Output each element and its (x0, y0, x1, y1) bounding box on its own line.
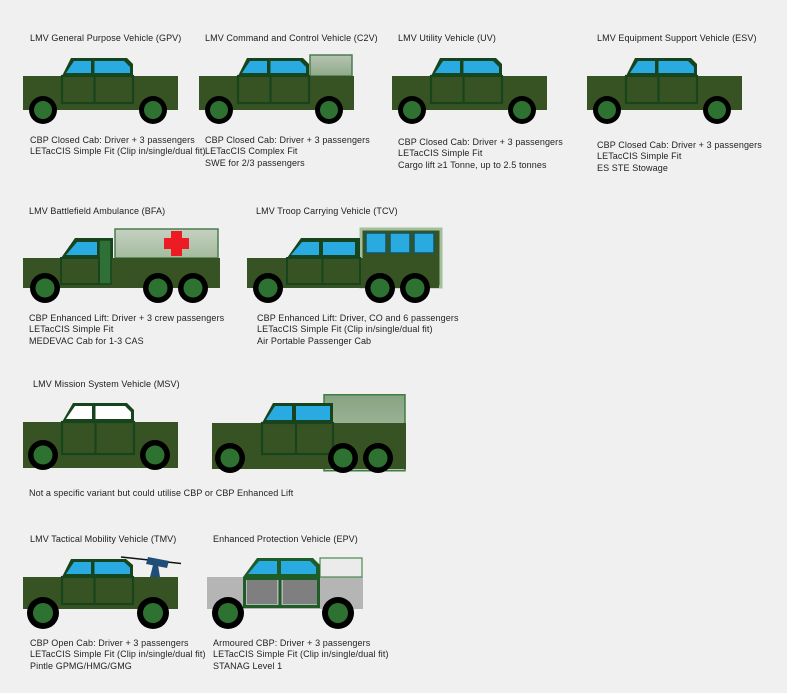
tmv-specs: CBP Open Cab: Driver + 3 passengers LETa… (30, 638, 206, 672)
tcv-title: LMV Troop Carrying Vehicle (TCV) (256, 206, 398, 216)
spec-line: Air Portable Passenger Cab (257, 335, 372, 346)
uv-title: LMV Utility Vehicle (UV) (398, 33, 496, 43)
tcv-specs: CBP Enhanced Lift: Driver, CO and 6 pass… (257, 313, 459, 347)
spec-line: CBP Open Cab: Driver + 3 passengers (30, 638, 189, 648)
spec-line: CBP Enhanced Lift: Driver, CO and 6 pass… (257, 313, 459, 323)
spec-line: LETacCIS Simple Fit (29, 324, 114, 335)
pickup-truck (392, 58, 547, 124)
pickup-truck-blank-windows (23, 403, 178, 470)
bfa-vehicle-illustration (23, 228, 220, 303)
spec-line: Not a specific variant but could utilise… (29, 488, 294, 498)
armoured-rear-box (319, 557, 363, 578)
spec-line: STANAG Level 1 (213, 660, 283, 671)
spec-line: Pintle GPMG/HMG/GMG (30, 660, 132, 671)
shelter-box (309, 54, 353, 77)
uv-vehicle-illustration (392, 58, 547, 124)
uv-specs: CBP Closed Cab: Driver + 3 passengers LE… (398, 137, 563, 171)
c2v-title: LMV Command and Control Vehicle (C2V) (205, 33, 378, 43)
tcv-vehicle-illustration (247, 227, 443, 303)
wheels (30, 273, 208, 303)
spec-line: CBP Enhanced Lift: Driver + 3 crew passe… (29, 313, 225, 323)
wheels (28, 440, 170, 470)
bfa-title: LMV Battlefield Ambulance (BFA) (29, 206, 166, 216)
wheels (593, 96, 731, 124)
pintle-gun-icon (120, 556, 181, 577)
cab-rear-pillar (98, 239, 112, 285)
spec-line: LETacCIS Complex Fit (205, 146, 298, 157)
spec-line: ES STE Stowage (597, 162, 668, 173)
wheels (29, 96, 167, 124)
wheels (215, 443, 393, 473)
wheels (253, 273, 430, 303)
pickup-truck (587, 58, 742, 124)
c2v-vehicle-illustration (199, 54, 354, 124)
wheels (27, 597, 169, 629)
msv-module-truck-illustration (212, 394, 406, 473)
spec-line: LETacCIS Simple Fit (Clip in/single/dual… (257, 324, 433, 335)
epv-specs: Armoured CBP: Driver + 3 passengers LETa… (213, 638, 389, 672)
esv-vehicle-illustration (587, 58, 742, 124)
c2v-specs: CBP Closed Cab: Driver + 3 passengers LE… (205, 135, 370, 169)
msv-title: LMV Mission System Vehicle (MSV) (33, 379, 180, 389)
armoured-vehicle (207, 557, 363, 629)
epv-vehicle-illustration (207, 557, 363, 629)
spec-line: LETacCIS Simple Fit (Clip in/single/dual… (213, 649, 389, 660)
gpv-vehicle-illustration (23, 58, 178, 124)
spec-line: LETacCIS Simple Fit (597, 151, 682, 162)
wheels (205, 96, 343, 124)
spec-line: LETacCIS Simple Fit (398, 148, 483, 159)
red-cross-icon (164, 231, 189, 256)
spec-line: CBP Closed Cab: Driver + 3 passengers (30, 135, 195, 145)
gpv-specs: CBP Closed Cab: Driver + 3 passengers LE… (30, 135, 206, 158)
spec-line: Cargo lift ≥1 Tonne, up to 2.5 tonnes (398, 159, 547, 170)
pickup-truck-with-shelter (199, 54, 354, 124)
tmv-title: LMV Tactical Mobility Vehicle (TMV) (30, 534, 177, 544)
spec-line: CBP Closed Cab: Driver + 3 passengers (398, 137, 563, 147)
esv-specs: CBP Closed Cab: Driver + 3 passengers LE… (597, 140, 762, 174)
spec-line: LETacCIS Simple Fit (Clip in/single/dual… (30, 649, 206, 660)
spec-line: Armoured CBP: Driver + 3 passengers (213, 638, 371, 648)
tmv-vehicle-illustration (23, 556, 181, 629)
bfa-specs: CBP Enhanced Lift: Driver + 3 crew passe… (29, 313, 224, 347)
epv-title: Enhanced Protection Vehicle (EPV) (213, 534, 358, 544)
spec-line: CBP Closed Cab: Driver + 3 passengers (205, 135, 370, 145)
compartment-windows (365, 232, 435, 254)
pickup-truck-with-gun (23, 556, 181, 629)
troop-carrier-truck (247, 227, 443, 303)
msv-pickup-illustration (23, 403, 178, 470)
gpv-title: LMV General Purpose Vehicle (GPV) (30, 33, 182, 43)
wheels (398, 96, 536, 124)
spec-line: LETacCIS Simple Fit (Clip in/single/dual… (30, 146, 206, 157)
pickup-truck (23, 58, 178, 124)
spec-line: SWE for 2/3 passengers (205, 157, 305, 168)
truck-with-mission-module (212, 394, 406, 473)
ambulance-truck (23, 228, 220, 303)
wheels (212, 597, 354, 629)
spec-line: MEDEVAC Cab for 1-3 CAS (29, 335, 144, 346)
msv-note: Not a specific variant but could utilise… (29, 488, 293, 499)
spec-line: CBP Closed Cab: Driver + 3 passengers (597, 140, 762, 150)
armoured-doors (247, 580, 317, 604)
esv-title: LMV Equipment Support Vehicle (ESV) (597, 33, 757, 43)
